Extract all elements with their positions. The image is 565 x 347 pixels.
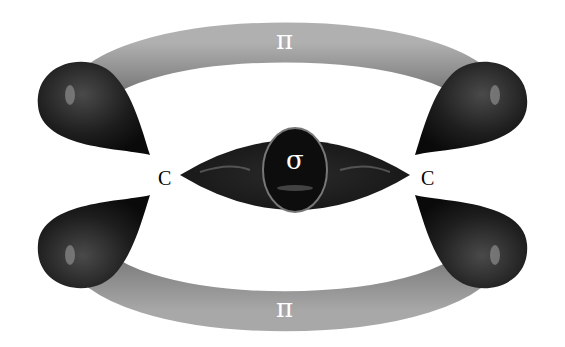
atom-label: C bbox=[421, 168, 434, 188]
p-lobe bbox=[38, 62, 150, 155]
bond-symbol: π bbox=[276, 27, 293, 53]
bond-symbol: σ bbox=[286, 147, 304, 173]
p-lobe bbox=[415, 62, 527, 155]
highlight bbox=[65, 245, 75, 265]
bond-symbol: π bbox=[276, 295, 293, 321]
p-lobe bbox=[415, 195, 527, 288]
highlight bbox=[340, 166, 390, 172]
pi-bond: π bbox=[276, 27, 293, 53]
sigma-bond: σ bbox=[286, 147, 304, 173]
highlight bbox=[200, 166, 250, 172]
highlight bbox=[277, 185, 313, 191]
p-lobe bbox=[38, 195, 150, 288]
sigma-overlap bbox=[263, 128, 327, 212]
atom-label: C bbox=[158, 168, 171, 188]
pi-bond: π bbox=[276, 295, 293, 321]
highlight bbox=[490, 245, 500, 265]
highlight bbox=[65, 85, 75, 105]
highlight bbox=[490, 85, 500, 105]
